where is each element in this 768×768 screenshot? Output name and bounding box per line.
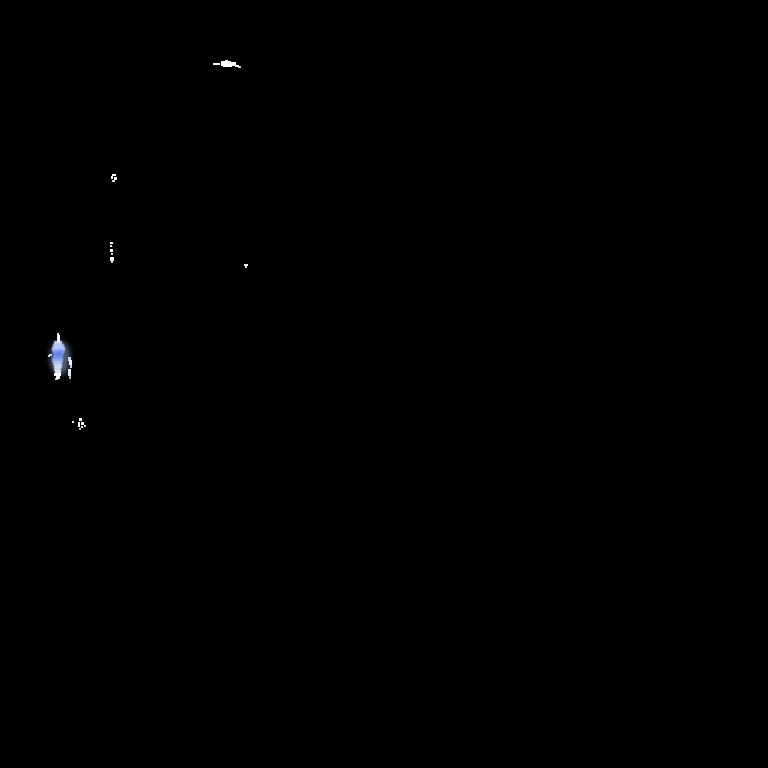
pixel-cell <box>54 367 61 371</box>
pixel-cell <box>112 174 116 176</box>
pixel-cell <box>72 421 74 423</box>
pixel-cell <box>70 364 72 368</box>
pixel-cell <box>56 376 60 379</box>
pixel-cell <box>226 62 232 66</box>
pixel-cell <box>81 422 84 425</box>
pixel-cell <box>111 176 113 179</box>
pixel-cell <box>58 335 60 343</box>
pixel-cell <box>55 353 61 357</box>
pixel-cell <box>225 60 228 63</box>
pixel-cell <box>69 376 71 379</box>
pixel-cell <box>228 61 231 63</box>
pixel-cell <box>54 351 63 356</box>
pixel-cell <box>68 357 71 361</box>
pixel-cell <box>78 422 80 427</box>
pixel-cell <box>81 426 83 428</box>
pixel-cell <box>238 66 241 68</box>
pixel-cell <box>111 261 113 263</box>
pixel-cell <box>235 65 239 67</box>
pixel-cell <box>79 418 82 421</box>
pixel-cell <box>79 428 81 430</box>
lower-speck-cluster <box>72 418 90 433</box>
pixel-cell <box>244 264 248 266</box>
pixel-cell <box>110 249 113 252</box>
pixel-cell <box>112 180 115 182</box>
upper-small-speck <box>111 174 118 184</box>
isolated-right-dot <box>244 264 249 268</box>
pixel-cell <box>69 360 72 365</box>
pixel-cell <box>221 61 226 66</box>
pixel-cell <box>232 62 236 66</box>
top-bright-streak <box>213 59 241 71</box>
pixel-cell <box>55 370 61 373</box>
pixel-cell <box>49 354 52 356</box>
pixel-cell <box>53 355 63 359</box>
pixel-cell <box>57 333 59 342</box>
pixel-cell <box>114 177 117 180</box>
pixel-cell <box>223 65 232 67</box>
pixel-cell <box>110 257 114 261</box>
pixel-cell <box>245 266 247 268</box>
plume-halo <box>50 341 70 375</box>
pixel-cell <box>48 355 50 357</box>
pixel-cell <box>52 358 63 362</box>
pixel-cell <box>110 245 112 247</box>
pixel-cell <box>54 341 62 345</box>
pixel-cell <box>84 425 86 427</box>
vertical-dot-chain <box>109 242 116 265</box>
pixel-cell <box>213 63 220 65</box>
pixel-cell <box>54 373 61 376</box>
pixel-cell <box>54 364 62 368</box>
pixel-cell <box>110 242 113 244</box>
pixel-cell <box>53 344 64 348</box>
pixel-cell <box>52 347 65 351</box>
pixel-cell <box>53 349 64 354</box>
pixel-cell <box>53 361 62 365</box>
main-blue-plume <box>48 333 82 385</box>
pixel-cell <box>55 378 58 380</box>
pixel-cell <box>68 369 71 376</box>
pixel-cell <box>111 253 113 255</box>
